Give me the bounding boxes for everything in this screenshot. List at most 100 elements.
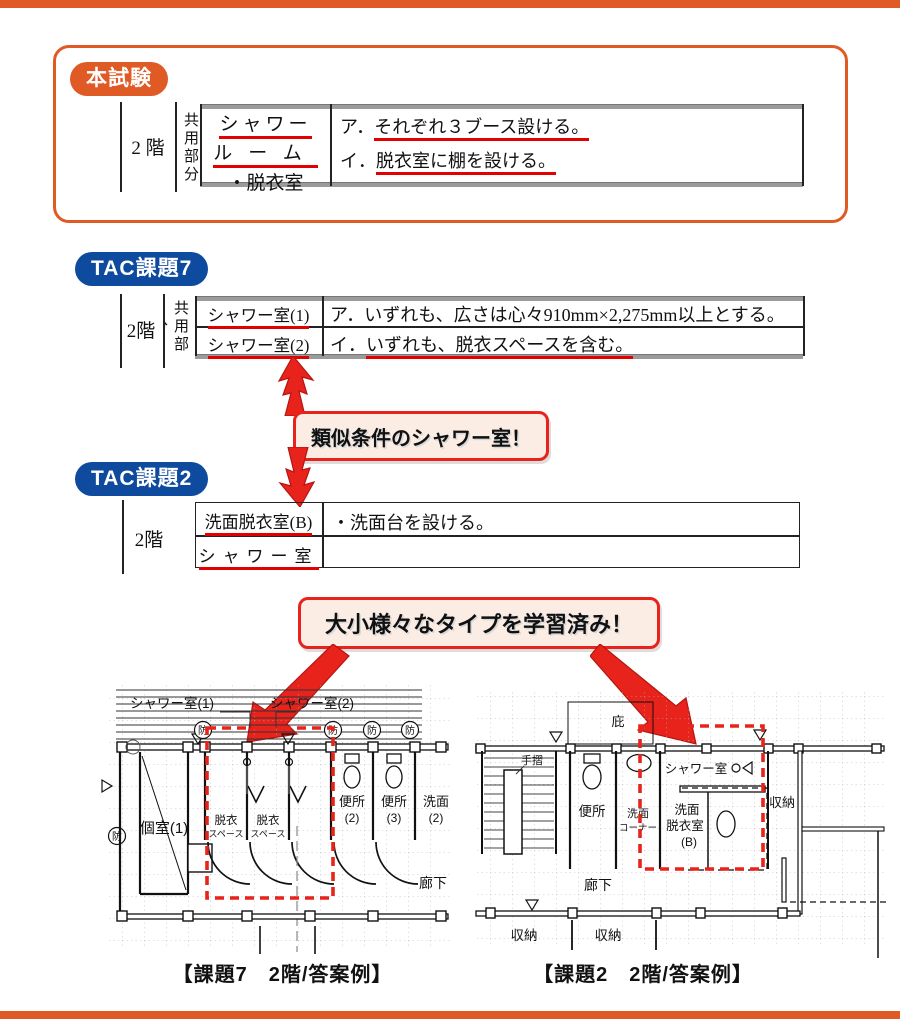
label-wash-dressing: (B) [681,835,697,849]
table-line [195,296,197,356]
door-v [289,785,307,804]
arrow-shape [278,447,316,507]
item-label: ア． [330,305,365,325]
label-toilet: 便所 [579,804,606,819]
room-cell: 洗面脱衣室(B) [197,508,320,536]
pivot [284,757,294,767]
fire-label: 防 [367,724,377,737]
callout-similar: 類似条件のシャワー室！ [293,411,549,461]
item-text: ・洗面台を設ける。 [332,513,494,533]
room-name: シャワー室 [198,547,319,570]
label-corridor: 廊下 [419,875,447,891]
caption-kadai7: 【課題7 2階/答案例】 [172,964,393,986]
room-cell: シャワー室 [197,542,320,570]
wall [475,910,801,917]
arrow-bolt-up [277,356,315,416]
item-label: イ． [340,151,376,171]
table-border [200,104,803,109]
table-border [200,182,803,187]
tac2-table: 2階 洗面脱衣室(B) シャワー室 ・洗面台を設ける。 [120,500,820,576]
item-text: いずれも、脱衣スペースを含む。 [366,335,634,359]
plan-kadai2: 庇 手摺 [474,692,886,958]
label-toilet3: 便所 [381,794,407,809]
label-dressing: スペース [251,829,286,839]
highlight-dashed-rect [205,726,335,900]
category-cell: 共用部分 [182,112,198,184]
table-line [322,296,324,356]
label-wash-corner: 洗面 [627,807,649,820]
tac7-badge: TAC課題7 [75,252,209,286]
toilet-fixture [582,753,602,790]
bottom-orange-bar [0,1011,900,1019]
item-label: ア． [340,117,375,137]
table-border [195,354,803,359]
label-eave: 庇 [611,714,624,729]
room-name: シャワー室(2) [207,336,310,359]
grid [474,692,886,946]
table-line [322,502,324,568]
label-dressing: 脱衣 [215,813,238,827]
door-marker [280,733,296,746]
tac7-table: 2階 共用部分 シャワー室(1) シャワー室(2) ア．いずれも、広さは心々91… [118,294,818,370]
table-line [120,102,122,192]
floor-cell: 2 階 [131,138,165,159]
honshiken-table: 2 階 共用部分 シャワー ルーム ・脱衣室 ア．それぞれ３ブース設ける。 イ．… [115,102,815,194]
label-dressing: スペース [209,829,244,839]
label-toilet2: 便所 [339,794,365,809]
door-v [247,785,265,804]
wall [475,745,885,752]
label-private-room: 個室(1) [140,820,188,837]
wall [781,857,787,903]
label-wash2: (2) [429,811,444,825]
table-border [195,296,803,301]
room-cell: シャワー室(2) [196,332,321,359]
fire-label: 防 [198,724,208,737]
tac2-badge: TAC課題2 [75,462,209,496]
columns [116,910,447,922]
door-marker [741,760,753,776]
label-bottom-storage: 収納 [511,928,538,943]
category-cell: 共用部分 [165,300,188,354]
table-line [195,326,803,328]
grid [108,684,452,946]
honshiken-box [53,45,848,223]
caption-kadai2: 【課題2 2階/答案例】 [533,964,753,986]
door-marker [752,729,768,742]
wall [801,826,885,832]
pivot [242,757,252,767]
shower-symbol [731,763,741,773]
floor-cell: 2階 [126,321,156,342]
leader-line [220,711,251,728]
wall [797,750,803,915]
door-marker [548,731,564,744]
table-line [163,294,165,368]
top-orange-bar [0,0,900,8]
room-cell: シャワー ルーム ・脱衣室 [203,109,328,195]
door-marker [524,899,540,912]
floor-cell: 2階 [134,530,164,551]
table-line [802,104,804,186]
label-wash-dressing: 洗面 [674,803,699,817]
leader-line [275,711,296,728]
label-corridor: 廊下 [584,877,612,893]
item-text: それぞれ３ブース設ける。 [374,117,590,141]
table-line [175,102,177,192]
label-wash2: 洗面 [423,794,449,809]
room-name: ・脱衣室 [227,173,304,194]
room-cell: シャワー室(1) [196,302,321,329]
label-wash-dressing: 脱衣室 [666,818,704,833]
diagonal [141,755,187,891]
label-storage: 収納 [769,795,795,810]
label-bottom-storage: 収納 [595,928,622,943]
eave-outline [567,701,654,745]
toilet-fixtures [343,753,403,789]
arrow-shape [277,356,315,416]
table-line [195,535,800,537]
arrow-bolt-down [278,447,316,507]
table-line [122,500,124,574]
table-line [803,296,805,356]
callout-learned: 大小様々なタイプを学習済み！ [298,597,660,649]
toilet-fixture [716,810,736,838]
label-toilet2: (2) [345,811,360,825]
